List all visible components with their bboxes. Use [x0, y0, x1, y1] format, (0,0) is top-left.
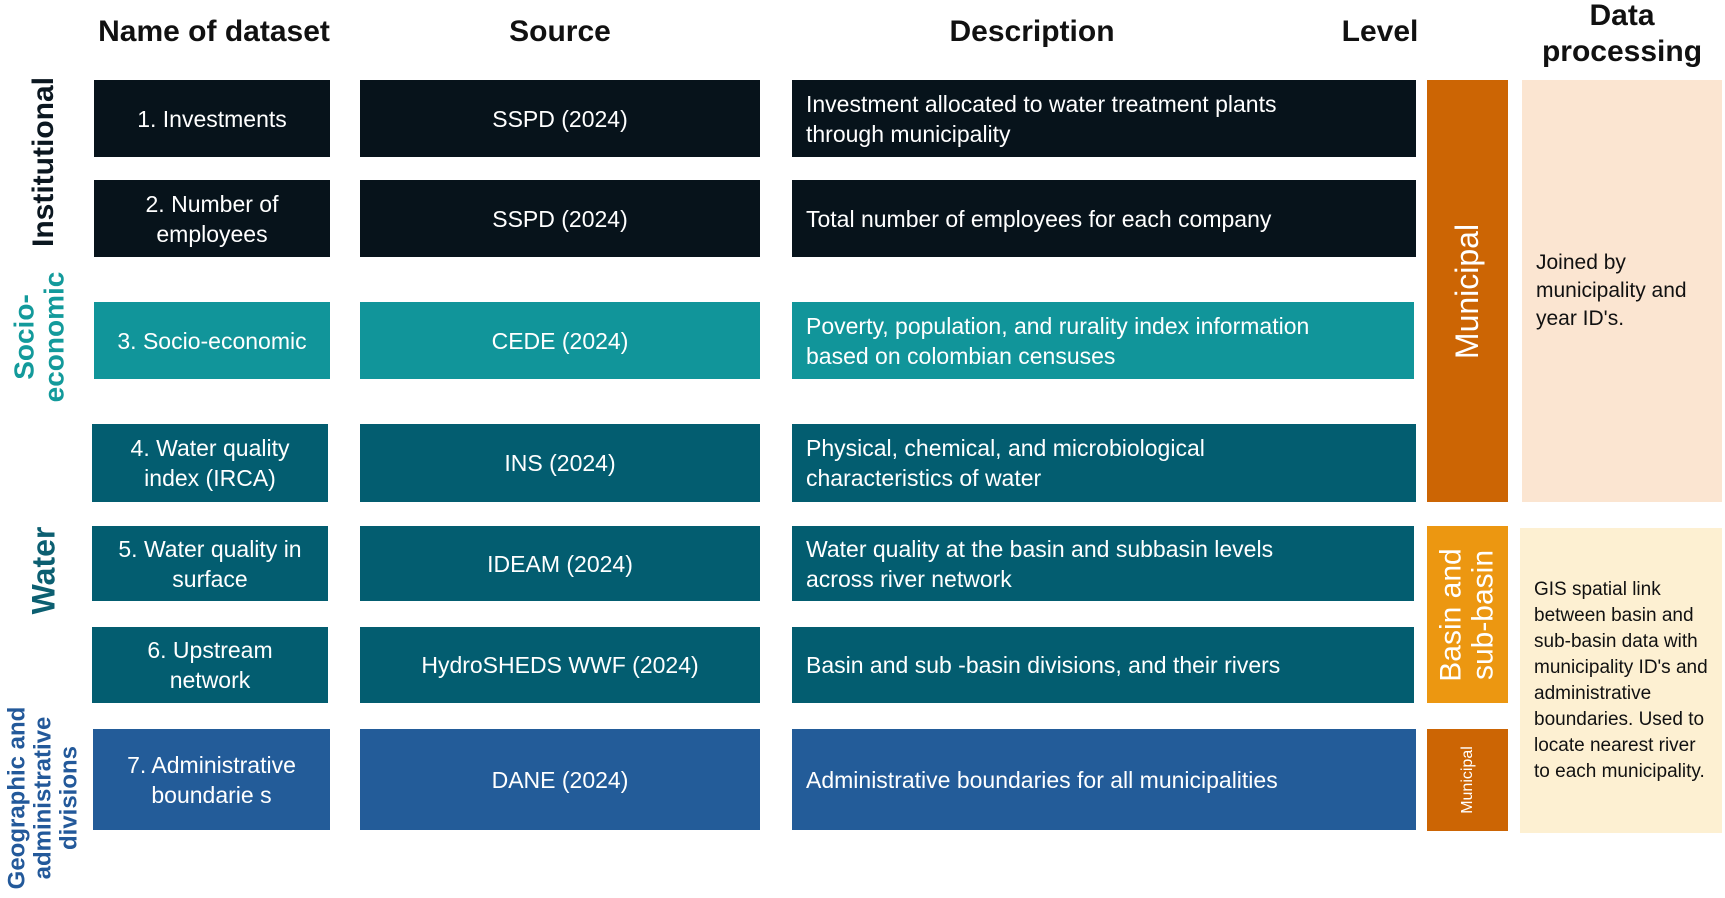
dataset-name: 1. Investments — [137, 105, 287, 132]
source-cell: IDEAM (2024) — [360, 526, 760, 601]
dataset-name-cell: 6. Upstream network — [92, 627, 328, 703]
header-source: Source — [509, 15, 611, 48]
description-text: Water quality at the basin and subbasin … — [806, 535, 1274, 592]
level-label: Municipal — [1458, 746, 1476, 814]
level-basin-bar: Basin and sub-basin — [1427, 526, 1508, 703]
header-level: Level — [1341, 15, 1419, 48]
source-cell: DANE (2024) — [360, 729, 760, 830]
level-label: Basin and sub-basin — [1434, 547, 1500, 682]
group-institutional: Institutional — [14, 72, 74, 252]
dataset-name-cell: 7. Administrative boundarie s — [93, 729, 330, 830]
description-text: Poverty, population, and rurality index … — [806, 312, 1310, 369]
level-label: Municipal — [1449, 223, 1486, 359]
processing-box-join: Joined by municipality and year ID's. — [1522, 80, 1722, 502]
description-cell: Total number of employees for each compa… — [792, 180, 1416, 257]
description-cell: Investment allocated to water treatment … — [792, 80, 1416, 157]
description-text: Physical, chemical, and microbiological … — [806, 435, 1205, 491]
description-cell: Basin and sub -basin divisions, and thei… — [792, 627, 1414, 703]
group-label: Socio- economic — [8, 271, 70, 403]
processing-text: GIS spatial link between basin and sub-b… — [1534, 578, 1708, 782]
description-text: Total number of employees for each compa… — [806, 205, 1272, 232]
dataset-name-cell: 5. Water quality in surface — [92, 526, 328, 601]
source-text: IDEAM (2024) — [487, 550, 633, 577]
header-name-of-dataset: Name of dataset — [98, 15, 330, 48]
source-text: INS (2024) — [504, 450, 616, 476]
group-water: Water — [14, 520, 74, 620]
group-label: Water — [25, 526, 62, 614]
source-text: SSPD (2024) — [492, 205, 628, 232]
description-cell: Administrative boundaries for all munici… — [792, 729, 1416, 830]
group-geographic-admin: Geographic and administrative divisions — [0, 698, 88, 898]
source-cell: INS (2024) — [360, 424, 760, 502]
dataset-name-cell: 2. Number of employees — [94, 180, 330, 257]
processing-box-gis: GIS spatial link between basin and sub-b… — [1520, 528, 1722, 833]
dataset-name-cell: 4. Water quality index (IRCA) — [92, 424, 328, 502]
source-cell: HydroSHEDS WWF (2024) — [360, 627, 760, 703]
dataset-name: 2. Number of employees — [145, 190, 279, 247]
dataset-name: 4. Water quality index (IRCA) — [130, 435, 290, 491]
dataset-name-cell: 3. Socio-economic — [94, 302, 330, 379]
level-municipal-bar: Municipal — [1427, 80, 1508, 502]
group-label: Geographic and administrative divisions — [3, 706, 83, 890]
dataset-name: 6. Upstream network — [147, 637, 273, 693]
header-data-processing: Data processing — [1541, 0, 1703, 68]
level-municipal-small-bar: Municipal — [1427, 729, 1508, 831]
source-text: HydroSHEDS WWF (2024) — [421, 652, 699, 678]
dataset-name: 5. Water quality in surface — [118, 535, 302, 592]
dataset-name: 3. Socio-economic — [117, 327, 307, 354]
group-label: Institutional — [27, 77, 61, 247]
dataset-name: 7. Administrative boundarie s — [127, 751, 296, 808]
source-text: SSPD (2024) — [492, 105, 628, 132]
header-description: Description — [949, 15, 1115, 48]
dataset-name-cell: 1. Investments — [94, 80, 330, 157]
description-text: Investment allocated to water treatment … — [806, 90, 1277, 147]
processing-text: Joined by municipality and year ID's. — [1536, 251, 1687, 330]
source-cell: CEDE (2024) — [360, 302, 760, 379]
source-text: CEDE (2024) — [491, 327, 629, 354]
description-cell: Physical, chemical, and microbiological … — [792, 424, 1416, 502]
description-cell: Water quality at the basin and subbasin … — [792, 526, 1414, 601]
group-socio-economic: Socio- economic — [4, 262, 74, 412]
source-cell: SSPD (2024) — [360, 80, 760, 157]
description-text: Basin and sub -basin divisions, and thei… — [806, 652, 1281, 678]
source-text: DANE (2024) — [491, 766, 629, 793]
description-text: Administrative boundaries for all munici… — [806, 766, 1278, 793]
source-cell: SSPD (2024) — [360, 180, 760, 257]
description-cell: Poverty, population, and rurality index … — [792, 302, 1414, 379]
